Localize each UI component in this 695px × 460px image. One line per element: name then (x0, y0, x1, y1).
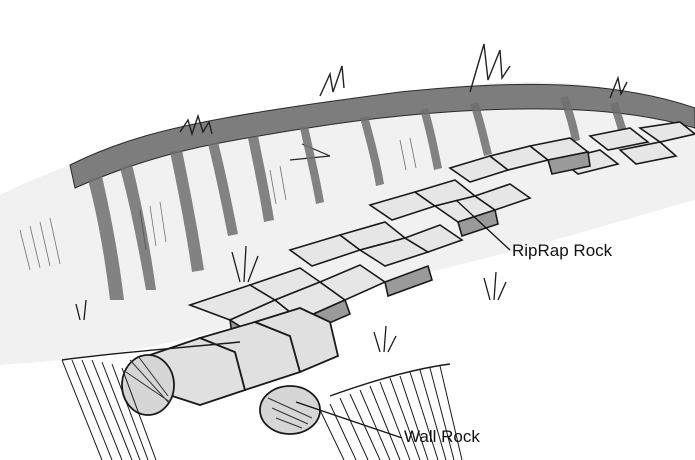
wall-rock-label: Wall Rock (404, 427, 480, 447)
riprap-rock-label: RipRap Rock (512, 241, 612, 261)
